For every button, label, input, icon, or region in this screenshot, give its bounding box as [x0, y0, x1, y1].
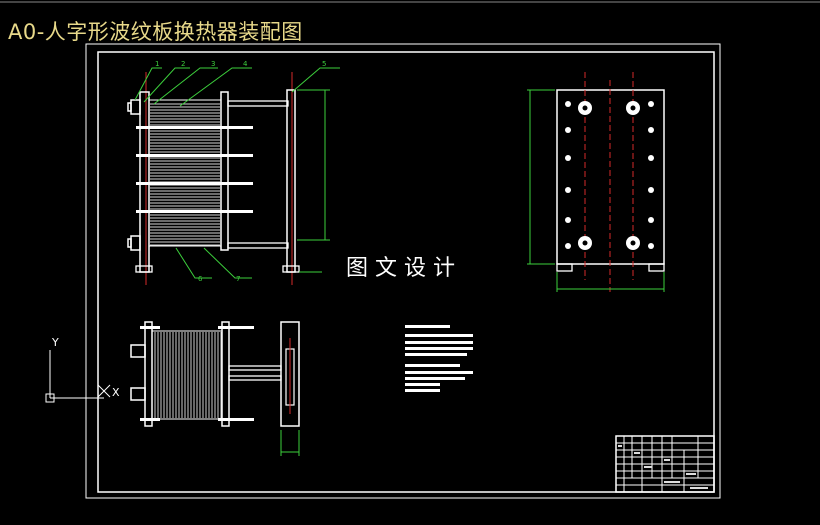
callout-2: 2: [181, 60, 185, 68]
front-view-height-dimension: [297, 89, 330, 273]
callout-5: 5: [322, 60, 326, 68]
ucs-icon: [45, 350, 111, 403]
front-view[interactable]: 1 2 3 4 5 6 7: [127, 60, 340, 285]
callout-6: 6: [198, 275, 203, 283]
top-fixed-plate: [144, 321, 153, 427]
side-feet: [556, 263, 665, 272]
top-view-dimension: [280, 430, 300, 456]
drawing-title: A0-人字形波纹板换热器装配图: [8, 20, 303, 44]
pressure-plate: [220, 91, 229, 251]
side-view-centerlines: [584, 72, 634, 292]
plate-pack: [148, 99, 222, 247]
callout-4: 4: [243, 60, 248, 68]
top-view[interactable]: [130, 321, 300, 456]
front-view-centerlines: [145, 72, 293, 285]
guide-bars: [227, 100, 289, 249]
top-plate-pack: [151, 330, 223, 420]
top-guide-bars: [228, 365, 282, 381]
callout-7: 7: [236, 275, 240, 283]
top-bolt-heads: [140, 326, 254, 421]
nozzles: [127, 99, 141, 251]
title-block-text-marks: [618, 445, 708, 489]
top-nozzles: [130, 344, 146, 401]
bolt-holes: [565, 101, 654, 249]
tie-bolts: [136, 126, 253, 213]
title-block[interactable]: [615, 435, 715, 493]
ucs-y-label: Y: [51, 336, 59, 349]
callout-3: 3: [211, 60, 215, 68]
frame-feet: [135, 265, 300, 273]
side-view-dimensions: [527, 89, 665, 292]
watermark-text: 图 文 设 计: [346, 256, 455, 281]
callout-1: 1: [155, 60, 159, 68]
port-hole-centers: [582, 105, 636, 246]
drawing-border: [85, 43, 721, 499]
side-view[interactable]: [527, 72, 665, 292]
top-support-column: [280, 321, 300, 427]
callout-leaders: [134, 67, 340, 279]
port-holes: [578, 101, 640, 250]
ucs-x-label: X: [112, 386, 120, 399]
technical-notes-block: [405, 325, 473, 392]
top-pressure-plate: [221, 321, 230, 427]
